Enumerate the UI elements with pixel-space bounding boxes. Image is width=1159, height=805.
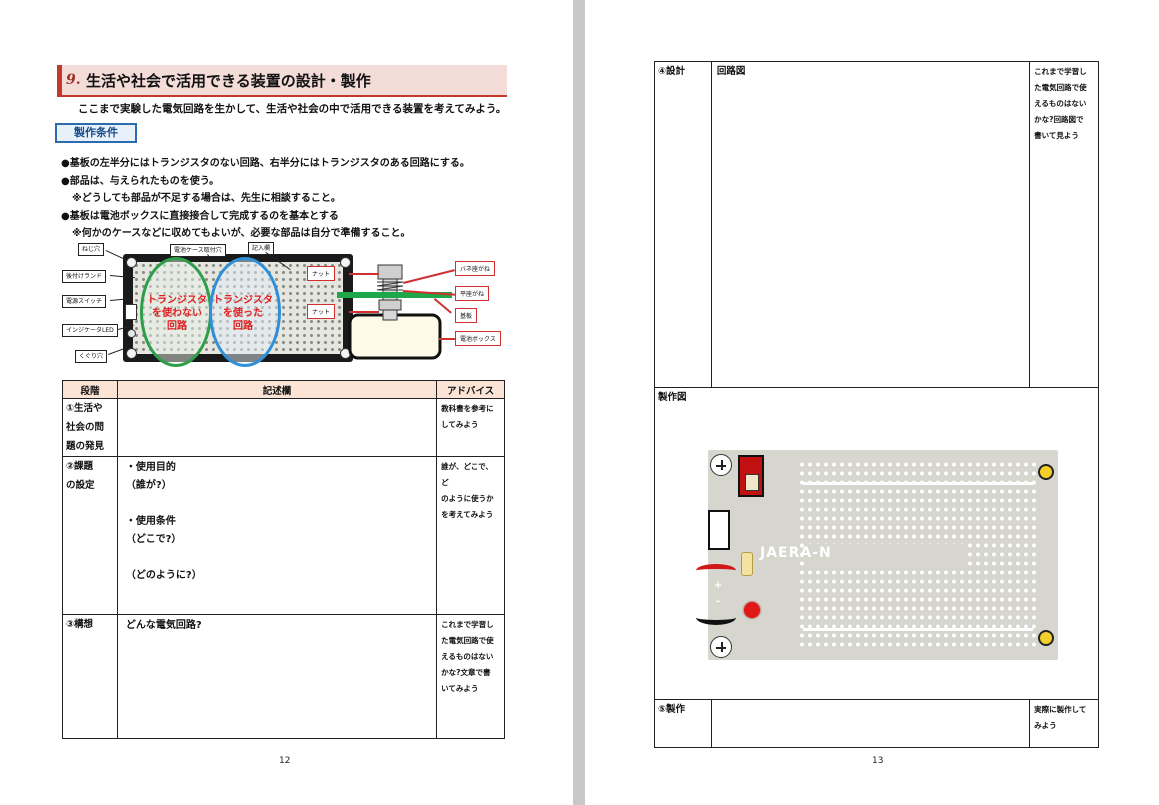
callout-flat-washer: 平座がね [455,286,490,301]
stage-cell: ②課題 の設定 [62,456,118,615]
mount-drawing [337,264,452,360]
callout-battery-case-hole: 電池ケース取付穴 [170,244,226,257]
callout-power-switch: 電源スイッチ [62,295,107,308]
connector-icon [708,510,730,550]
condition-note: ※どうしても部品が不足する場合は、先生に相談すること。 [72,193,341,204]
resistor-icon [741,552,753,576]
page-number: 12 [279,756,291,766]
board-brand: JAERA-N [760,545,832,561]
screw-icon [710,454,732,476]
page-13: ④設計 回路図 これまで学習し た電気回路で使 えるものはない かな?回路図で … [585,0,1159,805]
advice-cell: 誰が、どこで、ど のように使うか を考えてみよう [436,456,505,615]
screw-icon [710,636,732,658]
section-number: 9. [66,72,81,88]
wire-black-icon [696,610,736,625]
table-row-production: ⑤製作 実際に製作して みよう [654,699,1099,748]
content-cell[interactable]: ・使用目的 （誰が?） ・使用条件 （どこで?） （どのように?） [116,456,438,615]
table-row: ①生活や 社会の問 題の発見 教科書を参考に してみよう [62,398,505,457]
page-gutter [573,0,585,805]
stage-cell: ④設計 [654,61,712,388]
plus-mark: + [714,580,723,591]
board-diagram: トランジスタ を使わない 回路 トランジスタ を使った 回路 ねじ穴 電池ケース… [60,242,353,367]
callout-write-area: 記入欄 [248,242,275,255]
callout-spring-washer: バネ座がね [455,261,496,276]
callout-board: 基板 [455,308,478,323]
worksheet-table: 段階 記述欄 アドバイス ①生活や 社会の問 題の発見 教科書を参考に してみよ… [62,380,505,739]
minus-mark: - [716,596,721,607]
oval-transistor [209,257,281,367]
callout-battery-box: 電池ボックス [455,331,501,346]
page-number: 13 [872,756,884,766]
switch-icon [125,304,137,320]
advice-cell: これまで学習し た電気回路で使 えるものはない かな?文章で書 いてみよう [436,614,505,739]
content-cell[interactable]: どんな電気回路? [116,614,438,739]
wire-red-icon [696,564,736,577]
oval-right-text: トランジスタ を使った 回路 [213,295,273,332]
content-cell[interactable] [710,699,1031,748]
stage-cell: ①生活や 社会の問 題の発見 [62,398,118,457]
led-icon [127,329,136,338]
callout-screw-hole: ねじ穴 [78,243,105,256]
content-cell[interactable] [116,398,438,457]
oval-no-transistor [140,257,212,367]
condition-item: ●部品は、与えられたものを使う。 [61,176,220,187]
callout-pass-hole: くぐり穴 [75,350,108,363]
advice-cell: これまで学習し た電気回路で使 えるものはない かな?回路図で 書いて見よう [1029,61,1099,388]
oval-left-text: トランジスタ を使わない 回路 [147,295,207,332]
callout-mount-land: 後付けランド [62,270,107,283]
stage-cell: ⑤製作 [654,699,712,748]
screw-hole-icon [340,257,351,268]
header-advice: アドバイス [436,380,505,399]
condition-note: ※何かのケースなどに収めてもよいが、必要な部品は自分で準備すること。 [72,228,411,239]
header-stage: 段階 [62,380,118,399]
table-row: ②課題 の設定 ・使用目的 （誰が?） ・使用条件 （どこで?） （どのように?… [62,456,505,615]
section-title: 生活や社会で活用できる装置の設計・製作 [86,72,371,90]
mount-diagram: ナット ナット バネ座がね 平座がね 基板 電池ボックス [305,258,510,368]
conditions-label: 製作条件 [55,123,137,143]
advice-cell: 教科書を参考に してみよう [436,398,505,457]
intro-text: ここまで実験した電気回路を生かして、生活や社会の中で活用できる装置を考えてみよう… [78,103,507,115]
stage-cell: ③構想 [62,614,118,739]
pcb-photo: + - JAERA-N [696,450,1058,660]
callout-nut-bottom: ナット [307,304,336,319]
condition-item: ●基板は電池ボックスに直接接合して完成するのを基本とする [61,211,339,222]
callout-nut-top: ナット [307,266,336,281]
advice-cell: 実際に製作して みよう [1029,699,1099,748]
table-row-design: ④設計 回路図 これまで学習し た電気回路で使 えるものはない かな?回路図で … [654,61,1099,388]
production-drawing-label: 製作図 [658,392,687,403]
section-heading: 9. 生活や社会で活用できる装置の設計・製作 [57,65,507,97]
switch-icon [738,455,764,497]
callout-indicator-led: インジケータLED [62,324,118,337]
table-row: ③構想 どんな電気回路? これまで学習し た電気回路で使 えるものはない かな?… [62,614,505,739]
header-content: 記述欄 [116,380,438,399]
land-icon [1038,630,1054,646]
screw-hole-icon [126,348,137,359]
screw-hole-icon [126,257,137,268]
page-12: 9. 生活や社会で活用できる装置の設計・製作 ここまで実験した電気回路を生かして… [0,0,573,805]
led-icon [744,602,760,618]
condition-item: ●基板の左半分にはトランジスタのない回路、右半分にはトランジスタのある回路にする… [61,158,470,169]
land-icon [1038,464,1054,480]
circuit-diagram-area[interactable]: 回路図 [710,61,1031,388]
